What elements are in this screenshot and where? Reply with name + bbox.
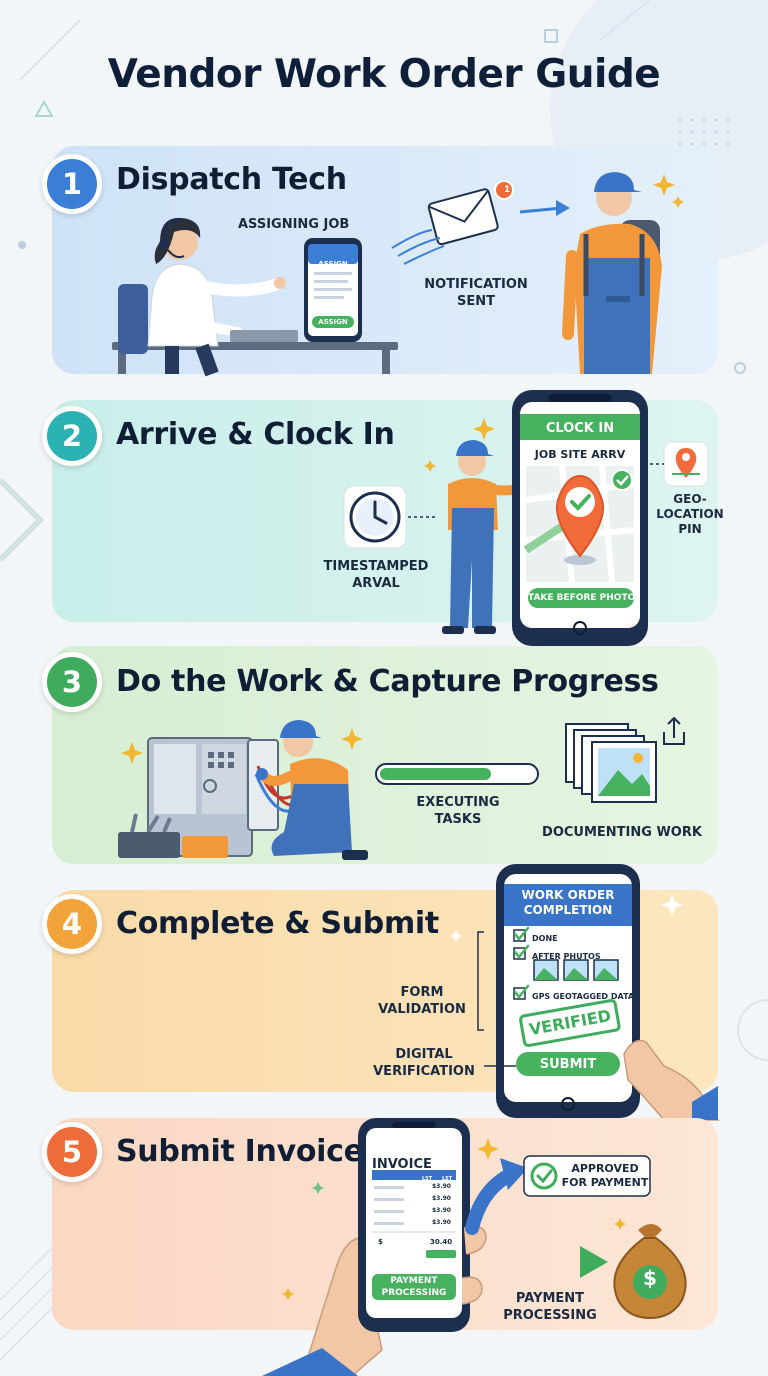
step-1-card: 1 Dispatch Tech xyxy=(42,146,718,377)
work-capture-illustration xyxy=(118,716,685,860)
step-2-card: 2 Arrive & Clock In xyxy=(42,390,724,646)
documenting-work-label: DOCUMENTING WORK xyxy=(542,825,702,840)
invoice-row-1: $3.90 xyxy=(432,1183,451,1190)
step-1-badge: 1 xyxy=(42,154,102,214)
page-title: Vendor Work Order Guide xyxy=(107,52,661,97)
checklist-item-done: DONE xyxy=(532,934,558,943)
assign-button[interactable]: ASSIGN xyxy=(318,318,348,326)
job-site-arrival-label: JOB SITE ARRV xyxy=(534,448,626,461)
dollar-sign-icon: $ xyxy=(643,1266,657,1290)
payment-processing-button[interactable]: PAYMENT PROCESSING xyxy=(381,1276,447,1298)
timestamped-arrival-label: TIMESTAMPED ARVAL xyxy=(323,559,429,591)
checklist-item-after-photos: AFTER PHUTOS xyxy=(532,952,601,961)
assign-phone-header: ASSIGN xyxy=(318,260,348,268)
geolocation-pin-label: GEO- LOCATION PIN xyxy=(656,492,724,536)
step-4-title: Complete & Submit xyxy=(116,906,439,941)
invoice-total: 30.40 xyxy=(430,1238,453,1246)
step-4-card: 4 Complete & Submit xyxy=(42,864,720,1121)
step-2-title: Arrive & Clock In xyxy=(116,417,395,452)
step-4-badge: 4 xyxy=(42,894,102,954)
approved-for-payment-label: APPROVED FOR PAYMENT xyxy=(561,1162,649,1189)
clock-in-phone-header: CLOCK IN xyxy=(545,421,615,436)
digital-verification-label: DIGITAL VERIFICATION xyxy=(373,1047,475,1079)
take-before-photo-button[interactable]: TAKE BEFORE PHOTO xyxy=(528,593,636,603)
checklist-item-gps-data: GPS GEOTAGGED DATA xyxy=(532,992,635,1001)
step-3-title: Do the Work & Capture Progress xyxy=(116,664,659,699)
invoice-total-symbol: $ xyxy=(378,1238,383,1246)
invoice-illustration xyxy=(262,1118,687,1376)
invoice-column-1: LST xyxy=(422,1176,433,1182)
step-3-card: 3 Do the Work & Capture Progress xyxy=(42,646,718,864)
executing-tasks-label: EXECUTING TASKS xyxy=(416,795,500,827)
invoice-header: INVOICE xyxy=(372,1157,432,1172)
assigning-job-label: ASSIGNING JOB xyxy=(238,217,350,232)
step-1-title: Dispatch Tech xyxy=(116,162,347,197)
invoice-row-4: $3.90 xyxy=(432,1219,451,1226)
invoice-row-2: $3.90 xyxy=(432,1195,451,1202)
dispatch-illustration xyxy=(112,172,684,377)
complete-submit-illustration xyxy=(450,864,720,1121)
form-validation-label: FORM VALIDATION xyxy=(378,985,466,1017)
invoice-row-3: $3.90 xyxy=(432,1207,451,1214)
step-5-badge: 5 xyxy=(42,1122,102,1182)
step-3-badge: 3 xyxy=(42,652,102,712)
submit-button[interactable]: SUBMIT xyxy=(539,1057,597,1072)
invoice-column-2: LST xyxy=(442,1176,453,1182)
notification-sent-label: NOTIFICATION SENT xyxy=(424,277,528,309)
step-2-badge: 2 xyxy=(42,406,102,466)
step-5-title: Submit Invoice xyxy=(116,1134,364,1169)
work-order-completion-header: WORK ORDER COMPLETION xyxy=(521,888,615,917)
clock-in-illustration xyxy=(343,390,709,646)
payment-processing-label: PAYMENT PROCESSING xyxy=(503,1291,597,1323)
step-5-card: 5 Submit Invoice xyxy=(42,1118,718,1376)
